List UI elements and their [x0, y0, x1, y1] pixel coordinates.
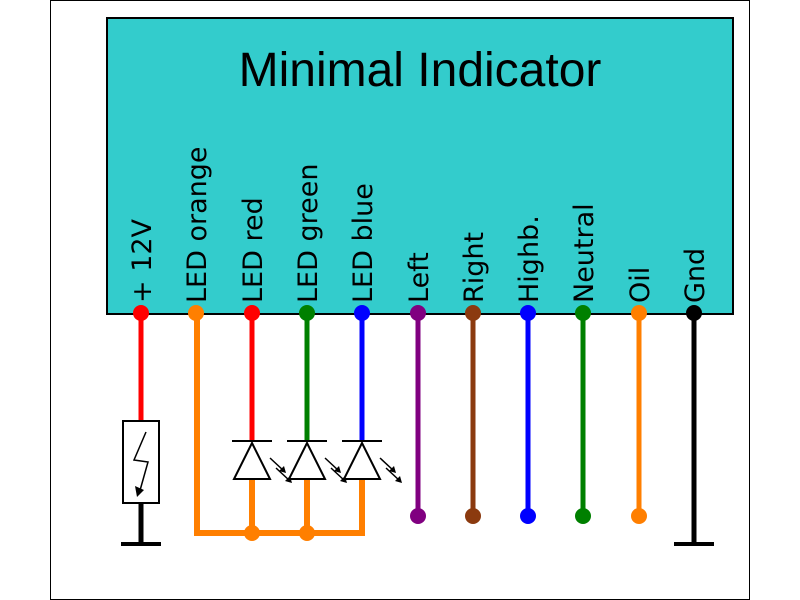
pin-gnd: Gnd	[674, 248, 714, 546]
connector-gnd	[686, 305, 702, 321]
connector-plus-12v	[133, 305, 149, 321]
led-icon	[287, 440, 347, 483]
pin-label-gnd: Gnd	[680, 248, 711, 303]
connector-led-orange	[188, 305, 204, 321]
pin-label-led-orange: LED orange	[182, 146, 213, 303]
terminal-left	[410, 508, 426, 524]
connector-led-blue	[354, 305, 370, 321]
pin-highb: Highb.	[514, 215, 545, 524]
pin-label-highb: Highb.	[514, 215, 545, 303]
pin-right: Right	[459, 232, 490, 524]
bus-wire	[194, 313, 365, 536]
connector-neutral	[575, 305, 591, 321]
led-common-bus	[194, 313, 365, 541]
pin-label-led-blue: LED blue	[348, 183, 379, 303]
pin-plus-12v: + 12V	[121, 218, 161, 546]
pin-label-led-red: LED red	[238, 197, 269, 303]
pin-neutral: Neutral	[569, 203, 600, 524]
pin-label-oil: Oil	[625, 267, 656, 303]
connector-highb	[520, 305, 536, 321]
module-box	[106, 17, 734, 315]
connector-led-green	[299, 305, 315, 321]
pin-label-neutral: Neutral	[569, 203, 600, 303]
pin-led-orange: LED orange	[182, 146, 213, 321]
pin-label-right: Right	[459, 232, 490, 303]
pin-label-plus-12v: + 12V	[127, 218, 158, 303]
pin-led-blue: LED blue	[342, 183, 402, 483]
connector-oil	[631, 305, 647, 321]
led-icon	[232, 440, 292, 483]
connector-led-red	[244, 305, 260, 321]
pin-led-green: LED green	[287, 164, 347, 483]
terminal-highb	[520, 508, 536, 524]
connector-right	[465, 305, 481, 321]
switch-icon	[122, 420, 160, 504]
terminal-oil	[631, 508, 647, 524]
pin-oil: Oil	[625, 267, 656, 524]
terminal-right	[465, 508, 481, 524]
module-title: Minimal Indicator	[239, 44, 602, 97]
connector-left	[410, 305, 426, 321]
pin-label-left: Left	[404, 252, 435, 303]
pin-led-red: LED red	[232, 197, 292, 483]
pin-label-led-green: LED green	[293, 164, 324, 303]
pin-left: Left	[404, 252, 435, 524]
led-icon	[342, 440, 402, 483]
terminal-neutral	[575, 508, 591, 524]
